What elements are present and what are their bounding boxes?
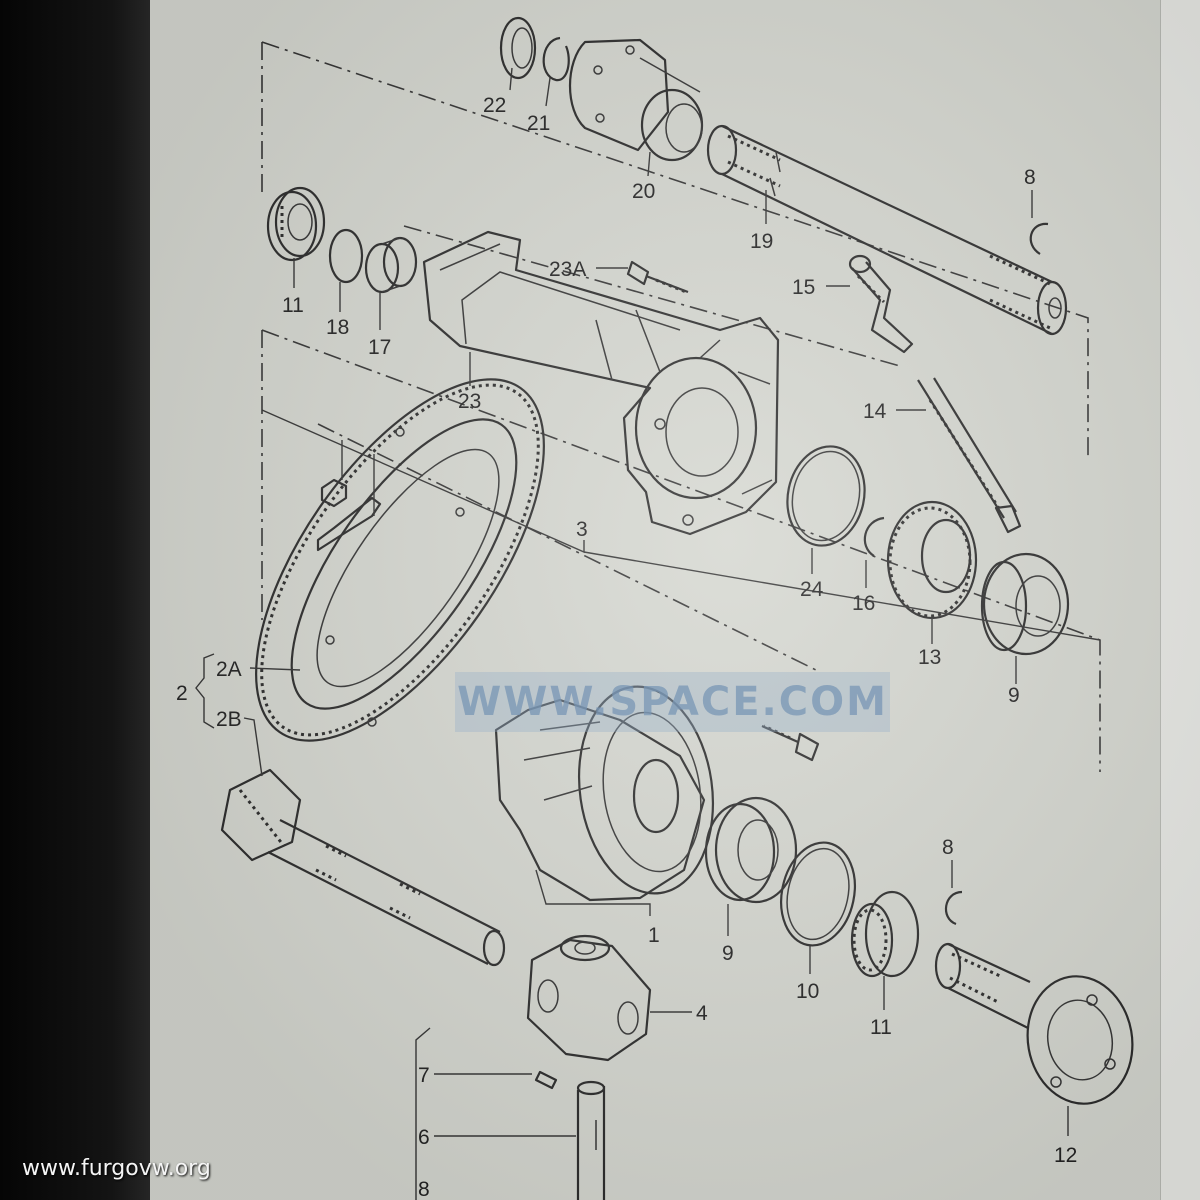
differential-housing-1 xyxy=(494,685,715,902)
bolt-23A xyxy=(626,260,689,294)
callout-7: 7 xyxy=(418,1064,430,1087)
monitor-bezel xyxy=(0,0,160,1200)
needle-bearing-17 xyxy=(364,236,418,294)
ring-gear-2A xyxy=(255,378,545,742)
callout-19: 19 xyxy=(750,230,773,253)
callout-17: 17 xyxy=(368,336,391,359)
circlip-21 xyxy=(542,36,570,82)
callout-21: 21 xyxy=(527,112,550,135)
bolt-diff-cover xyxy=(761,724,820,762)
bearing-11-top xyxy=(266,186,326,262)
watermark: WWW.SPACE.COM xyxy=(455,672,890,732)
output-flange-12 xyxy=(934,942,1134,1105)
leader-lines xyxy=(243,67,1101,1137)
assembly-outline-inner xyxy=(317,225,901,673)
callout-9-top: 9 xyxy=(1008,684,1020,707)
spider-cage-4 xyxy=(526,934,652,1062)
assembly-outline-upper xyxy=(261,41,1089,458)
scrollbar[interactable] xyxy=(1160,0,1200,1200)
callout-6: 6 xyxy=(418,1126,430,1149)
nut-and-lock-plate xyxy=(316,440,382,552)
brace-2 xyxy=(195,653,215,729)
bearing-9-bottom xyxy=(704,796,798,904)
bearing-race-9-top xyxy=(980,552,1070,656)
callout-12: 12 xyxy=(1054,1144,1077,1167)
shaft-19 xyxy=(706,124,1068,336)
callout-23A: 23A xyxy=(549,258,586,281)
pin-7 xyxy=(534,1070,558,1090)
callout-8-lower: 8 xyxy=(418,1178,430,1200)
o-ring-24 xyxy=(786,445,866,547)
callout-16: 16 xyxy=(852,592,875,615)
circlip-16 xyxy=(863,516,885,557)
clip-8-top xyxy=(1029,222,1049,255)
callout-8-bottom: 8 xyxy=(942,836,954,859)
callout-24: 24 xyxy=(800,578,824,601)
callout-11-bottom: 11 xyxy=(870,1016,892,1039)
flange-20 xyxy=(569,38,704,162)
callout-1: 1 xyxy=(648,924,660,947)
ring-18 xyxy=(328,228,364,284)
pinion-shaft-2B xyxy=(220,768,506,967)
gear-ring-13 xyxy=(886,500,978,620)
callout-2B: 2B xyxy=(216,708,242,731)
clip-8-bottom xyxy=(945,890,963,926)
ring-10 xyxy=(780,841,856,947)
callout-9-bottom: 9 xyxy=(722,942,734,965)
callout-13: 13 xyxy=(918,646,941,669)
callout-15: 15 xyxy=(792,276,815,299)
callout-14: 14 xyxy=(863,400,887,423)
housing-23 xyxy=(422,230,780,536)
callout-23: 23 xyxy=(458,390,481,413)
callout-2: 2 xyxy=(176,682,188,705)
callout-4: 4 xyxy=(696,1002,708,1025)
callout-18: 18 xyxy=(326,316,349,339)
callout-11-top: 11 xyxy=(282,294,304,317)
shaft-6 xyxy=(576,1080,606,1200)
drive-gear-15 xyxy=(848,254,914,354)
callout-10: 10 xyxy=(796,980,819,1003)
site-url-watermark: www.furgovw.org xyxy=(22,1156,211,1181)
callout-8-top: 8 xyxy=(1024,166,1036,189)
callout-2A: 2A xyxy=(216,658,242,681)
speedometer-shaft-14 xyxy=(917,377,1022,534)
callout-20: 20 xyxy=(632,180,655,203)
callout-3: 3 xyxy=(576,518,588,541)
bracket-lower-left xyxy=(415,1027,431,1200)
seal-22 xyxy=(499,16,537,80)
bearing-11-bottom xyxy=(850,890,920,978)
callout-labels: 22 21 20 19 8 11 18 17 23A 15 23 14 3 24… xyxy=(176,94,1077,1200)
callout-22: 22 xyxy=(483,94,506,117)
